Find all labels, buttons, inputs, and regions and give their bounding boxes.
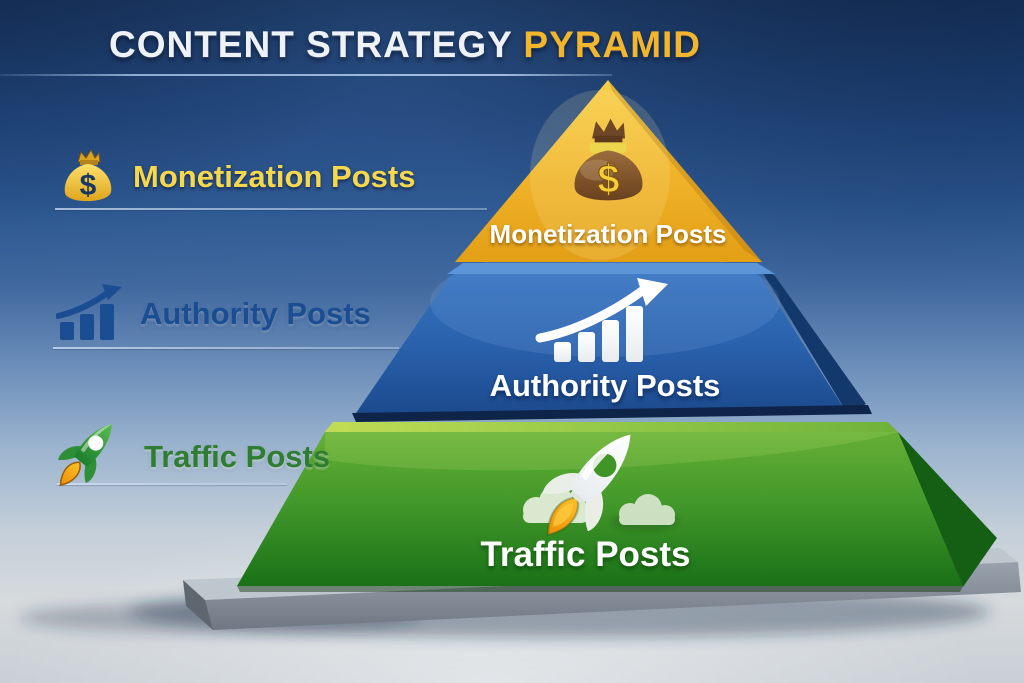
legend-label: Authority Posts: [140, 296, 371, 331]
tier-authority: [352, 247, 872, 422]
tier-label-authority: Authority Posts: [489, 368, 721, 403]
legend-underline-authority: [53, 347, 399, 349]
tier-label-traffic: Traffic Posts: [480, 535, 691, 574]
money-bag-icon: $: [64, 148, 112, 202]
title-main: CONTENT STRATEGY: [108, 24, 513, 65]
legend-underline-traffic: [57, 483, 287, 485]
rocket-icon: [523, 434, 679, 537]
rocket-icon: [58, 423, 112, 487]
legend-item-monetization: $ Monetization Posts: [55, 146, 415, 208]
legend-label: Traffic Posts: [144, 439, 331, 474]
title-accent: PYRAMID: [523, 24, 702, 65]
dollar-sign: $: [598, 158, 620, 202]
legend-item-traffic: Traffic Posts: [48, 418, 330, 496]
tier-label-monetization: Monetization Posts: [489, 219, 727, 249]
cloud-right-icon: [619, 494, 675, 525]
title-underline: [0, 74, 612, 76]
growth-chart-icon: [56, 284, 122, 340]
legend-underline-monetization: [55, 208, 487, 210]
page-title: CONTENT STRATEGY PYRAMID: [60, 24, 750, 66]
legend-label: Monetization Posts: [133, 159, 416, 194]
legend-item-authority: Authority Posts: [56, 284, 371, 344]
growth-chart-icon: [535, 278, 668, 362]
dollar-sign: $: [80, 169, 97, 202]
money-bag-icon: $: [574, 118, 643, 202]
